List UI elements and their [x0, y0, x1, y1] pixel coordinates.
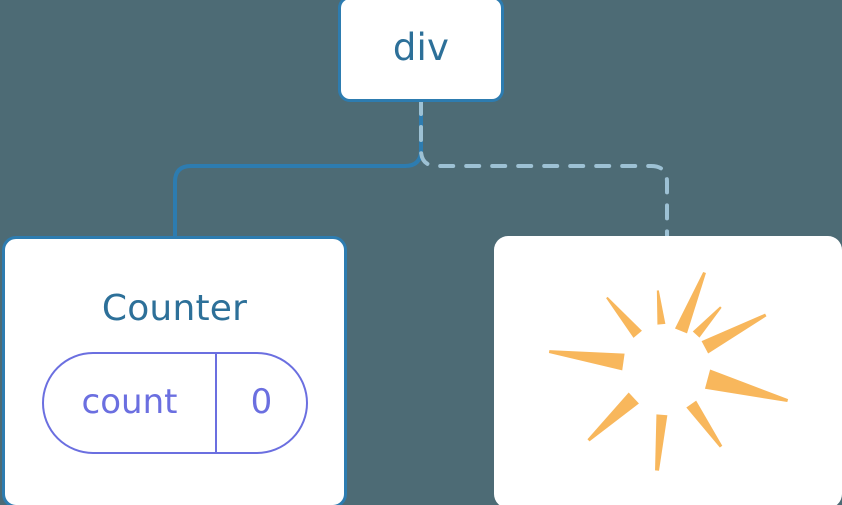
- state-pill-value: 0: [250, 382, 273, 422]
- state-pill-key: count: [44, 354, 217, 452]
- edge-div-to-effect: [419, 99, 669, 238]
- sparkle-burst-icon: [548, 271, 789, 471]
- burst-ray-8: [701, 313, 767, 354]
- burst-ray-2: [606, 296, 642, 338]
- burst-ray-9: [692, 306, 722, 338]
- counter-node-label: Counter: [101, 288, 248, 329]
- burst-ray-6: [686, 400, 723, 448]
- burst-ray-0: [674, 271, 706, 334]
- div-node[interactable]: div: [338, 0, 504, 102]
- state-pill[interactable]: count 0: [42, 352, 308, 454]
- burst-ray-1: [656, 290, 666, 325]
- div-node-label: div: [392, 25, 450, 69]
- burst-ray-3: [548, 350, 625, 371]
- burst-ray-7: [704, 369, 789, 403]
- effect-node[interactable]: [494, 236, 842, 505]
- burst-ray-4: [587, 392, 639, 442]
- burst-ray-5: [655, 414, 668, 471]
- edge-div-to-counter: [173, 99, 423, 238]
